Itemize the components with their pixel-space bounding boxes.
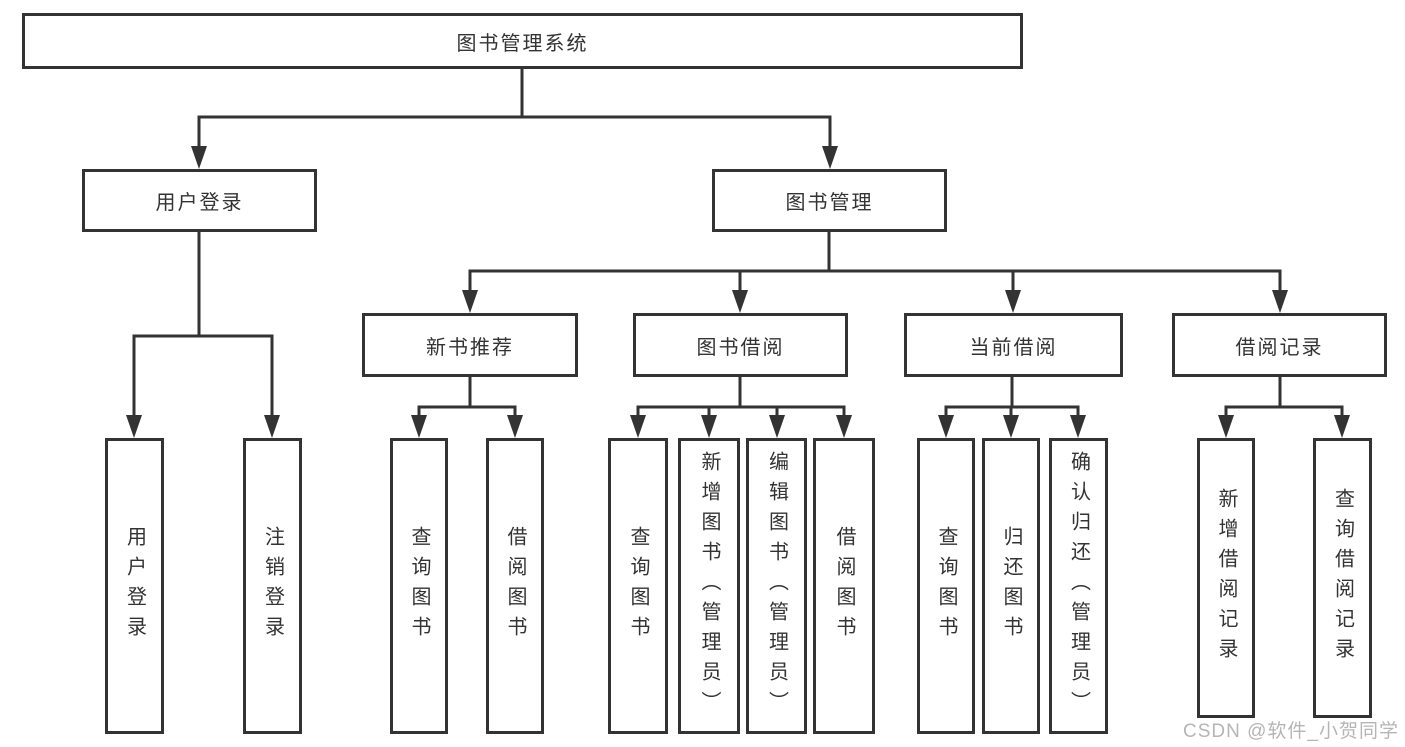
group-book-borrowing-label: 图书借阅	[696, 336, 785, 359]
leaf-query-books-borrowing: 查询图书	[608, 438, 668, 734]
leaf-query-books-current: 查询图书	[917, 438, 975, 734]
group-borrowing-records-label: 借阅记录	[1235, 336, 1324, 359]
leaf-user-login: 用户登录	[105, 438, 164, 734]
leaf-logout-label: 注销登录	[261, 526, 284, 646]
node-group-borrowing-records: 借阅记录	[1172, 313, 1387, 377]
connector-user-login-to-leaves	[126, 230, 280, 438]
leaf-borrow-books-borrowing: 借阅图书	[813, 438, 875, 734]
leaf-add-borrow-record-label: 新增借阅记录	[1215, 488, 1237, 668]
leaf-return-books-label: 归还图书	[1000, 526, 1022, 646]
node-branch-book-management: 图书管理	[712, 169, 947, 232]
connector-borrowing-records-to-leaves	[1218, 375, 1350, 438]
leaf-add-books-admin: 新增图书（管理员）	[678, 438, 740, 734]
connector-current-borrowing-to-leaves	[938, 375, 1086, 438]
node-group-book-borrowing: 图书借阅	[633, 313, 848, 377]
leaf-query-books-borrowing-label: 查询图书	[627, 526, 649, 646]
leaf-add-books-admin-label: 新增图书（管理员）	[698, 451, 720, 721]
leaf-query-books-recommend: 查询图书	[390, 438, 448, 734]
leaf-return-books: 归还图书	[982, 438, 1040, 734]
leaf-user-login-label: 用户登录	[123, 526, 146, 646]
node-root-label: 图书管理系统	[456, 32, 589, 55]
leaf-borrow-books-recommend-label: 借阅图书	[504, 526, 526, 646]
connector-book-management-to-groups	[462, 230, 1288, 313]
node-branch-user-login: 用户登录	[82, 169, 317, 232]
node-group-new-book-recommendation: 新书推荐	[362, 313, 578, 377]
group-current-borrowing-label: 当前借阅	[969, 336, 1058, 359]
leaf-add-borrow-record: 新增借阅记录	[1197, 438, 1255, 718]
group-new-book-label: 新书推荐	[426, 336, 514, 359]
branch-book-management-label: 图书管理	[785, 192, 874, 214]
leaf-edit-books-admin: 编辑图书（管理员）	[746, 438, 807, 734]
leaf-confirm-return-admin-label: 确认归还（管理员）	[1067, 451, 1090, 721]
leaf-borrow-books-recommend: 借阅图书	[486, 438, 544, 734]
leaf-borrow-books-borrowing-label: 借阅图书	[833, 526, 855, 646]
leaf-edit-books-admin-label: 编辑图书（管理员）	[765, 451, 788, 721]
leaf-query-borrow-record-label: 查询借阅记录	[1331, 488, 1354, 668]
leaf-confirm-return-admin: 确认归还（管理员）	[1049, 438, 1108, 734]
connector-book-borrowing-to-leaves	[630, 375, 852, 438]
leaf-query-books-current-label: 查询图书	[935, 526, 957, 646]
node-root-system: 图书管理系统	[22, 13, 1023, 69]
node-group-current-borrowing: 当前借阅	[904, 313, 1123, 377]
leaf-logout: 注销登录	[243, 438, 302, 734]
connector-root-to-branches	[191, 67, 838, 169]
connector-new-book-to-leaves	[411, 375, 523, 438]
branch-user-login-label: 用户登录	[155, 192, 244, 214]
leaf-query-books-recommend-label: 查询图书	[408, 526, 430, 646]
csdn-watermark: CSDN @软件_小贺同学	[1183, 721, 1399, 742]
leaf-query-borrow-record: 查询借阅记录	[1313, 438, 1372, 718]
